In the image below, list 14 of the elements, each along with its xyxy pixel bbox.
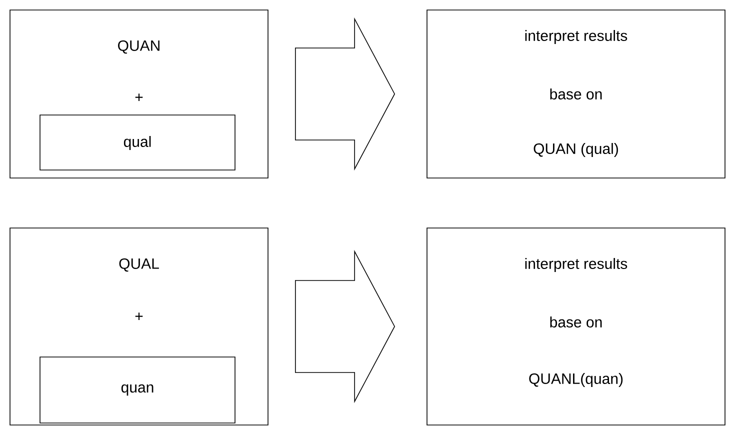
block-arrow — [295, 17, 396, 171]
box-text: QUAL — [119, 258, 159, 272]
box-text: qual — [124, 136, 151, 150]
block-arrow — [295, 250, 396, 404]
box-text: QUAN — [118, 40, 160, 54]
box-text: interpret results — [525, 258, 628, 272]
box-text: QUAN (qual) — [534, 143, 618, 157]
box-text: quan — [121, 384, 154, 396]
box-text: QUANL(quan) — [529, 373, 623, 387]
box-text: base on — [550, 88, 602, 100]
box-text: interpret results — [525, 30, 628, 44]
box-text: + — [135, 312, 143, 320]
box-text: base on — [550, 316, 602, 328]
box-text: + — [135, 94, 143, 101]
